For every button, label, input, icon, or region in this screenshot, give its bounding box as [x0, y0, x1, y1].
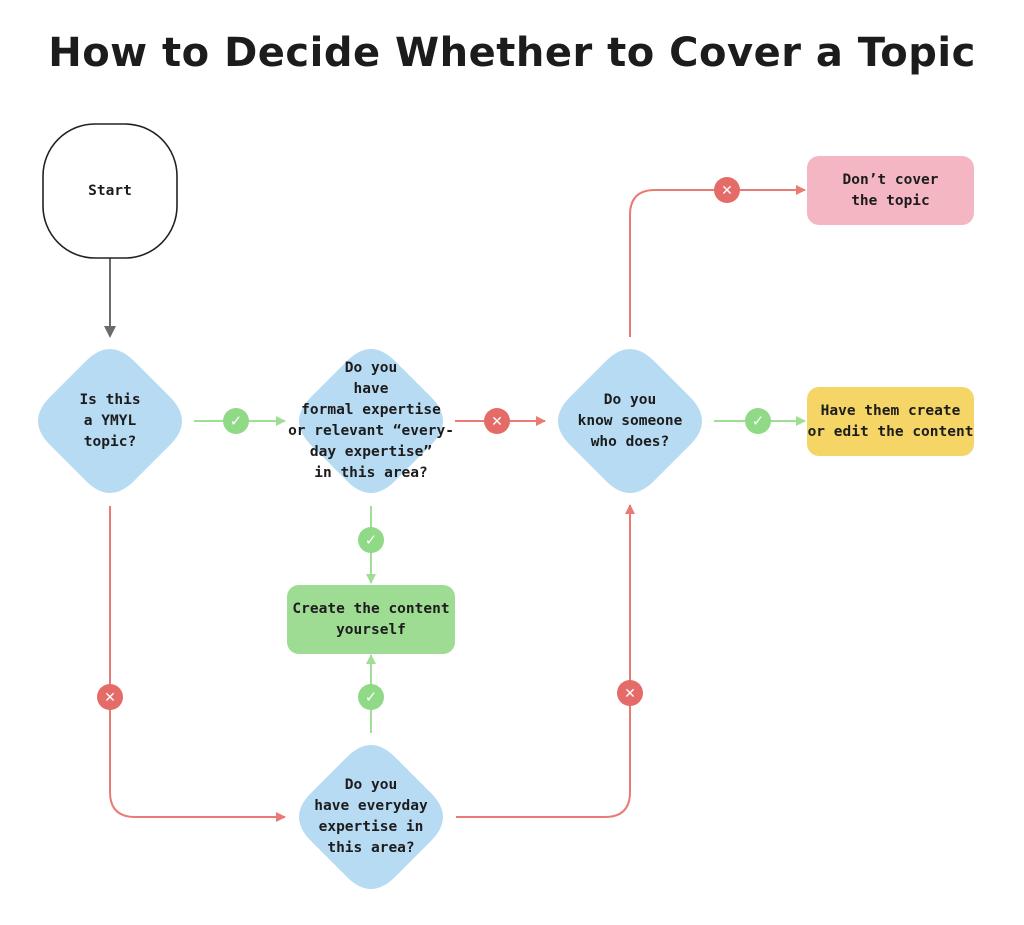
outcome-dont-cover — [807, 156, 974, 225]
yes-badge-everyday: ✓ — [358, 684, 384, 710]
start-node — [42, 123, 178, 259]
edge-know-no — [629, 185, 806, 337]
edge-ymyl-no — [109, 506, 286, 822]
outcome-have-them — [807, 387, 974, 456]
decision-formal-expertise — [299, 349, 443, 493]
ymyl-question: Is this a YMYL topic? — [79, 391, 141, 450]
know-someone-question: Do you know someone who does? — [577, 391, 683, 450]
no-badge-ymyl: ✕ — [97, 684, 123, 710]
page-title: How to Decide Whether to Cover a Topic — [48, 30, 976, 76]
yes-badge-formal: ✓ — [358, 527, 384, 553]
yes-badge-ymyl: ✓ — [223, 408, 249, 434]
no-badge-everyday: ✕ — [617, 680, 643, 706]
check-icon: ✓ — [365, 688, 378, 706]
start-label: Start — [88, 182, 132, 199]
x-icon: ✕ — [491, 414, 503, 430]
check-icon: ✓ — [365, 531, 378, 549]
x-icon: ✕ — [104, 690, 116, 706]
no-badge-formal: ✕ — [484, 408, 510, 434]
check-icon: ✓ — [752, 412, 765, 430]
check-icon: ✓ — [230, 412, 243, 430]
outcome-create-yourself — [287, 585, 455, 654]
yes-badge-know: ✓ — [745, 408, 771, 434]
have-them-label: Have them create or edit the content — [807, 402, 974, 440]
edge-everyday-no — [456, 504, 635, 818]
x-icon: ✕ — [624, 686, 636, 702]
x-icon: ✕ — [721, 183, 733, 199]
dont-cover-label: Don’t cover the topic — [842, 171, 939, 209]
no-badge-know: ✕ — [714, 177, 740, 203]
decision-know-someone — [558, 349, 702, 493]
decision-ymyl — [38, 349, 182, 493]
formal-expertise-question: Do you have formal expertise or relevant… — [288, 360, 454, 481]
create-yourself-label: Create the content yourself — [292, 600, 450, 638]
decision-everyday-expertise — [299, 745, 443, 889]
everyday-expertise-question: Do you have everyday expertise in this a… — [314, 777, 428, 856]
